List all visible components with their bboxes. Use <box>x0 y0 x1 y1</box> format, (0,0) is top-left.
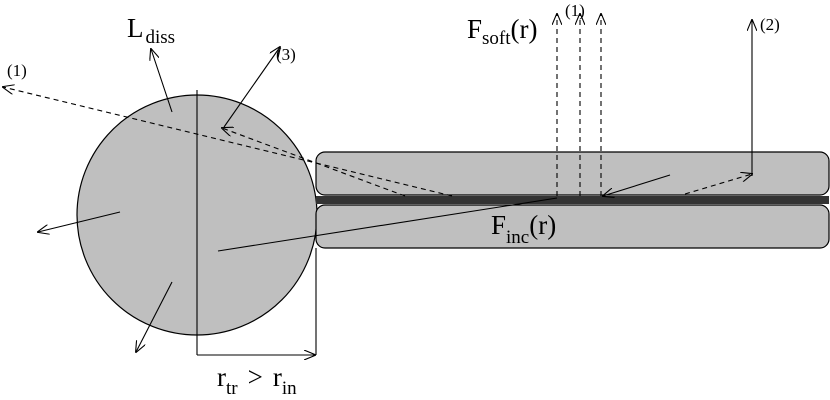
path-3-return-ray <box>222 128 406 197</box>
r-tr-r-in-label: rtr>rin <box>217 362 297 399</box>
path-3-label: (3) <box>276 45 296 64</box>
path-2-dashed-ray <box>684 174 752 195</box>
disk-lower-slab <box>315 204 830 249</box>
path-1-left-label: (1) <box>7 61 27 80</box>
disk-upper-slab <box>315 151 830 196</box>
f-inc-label: Finc(r) <box>491 210 556 248</box>
disk-midplane <box>316 196 829 204</box>
sphere-arrow-down <box>136 281 173 352</box>
disk-return-arrow <box>603 174 671 196</box>
f-soft-label: Fsoft(r) <box>467 14 538 49</box>
incident-ray <box>217 197 558 252</box>
path-1-top-label: (1) <box>565 1 585 20</box>
l-diss-arrow <box>151 49 173 113</box>
path-3-arrow <box>223 47 280 128</box>
path-2-label: (2) <box>760 15 780 34</box>
sphere-arrow-left <box>38 211 121 232</box>
